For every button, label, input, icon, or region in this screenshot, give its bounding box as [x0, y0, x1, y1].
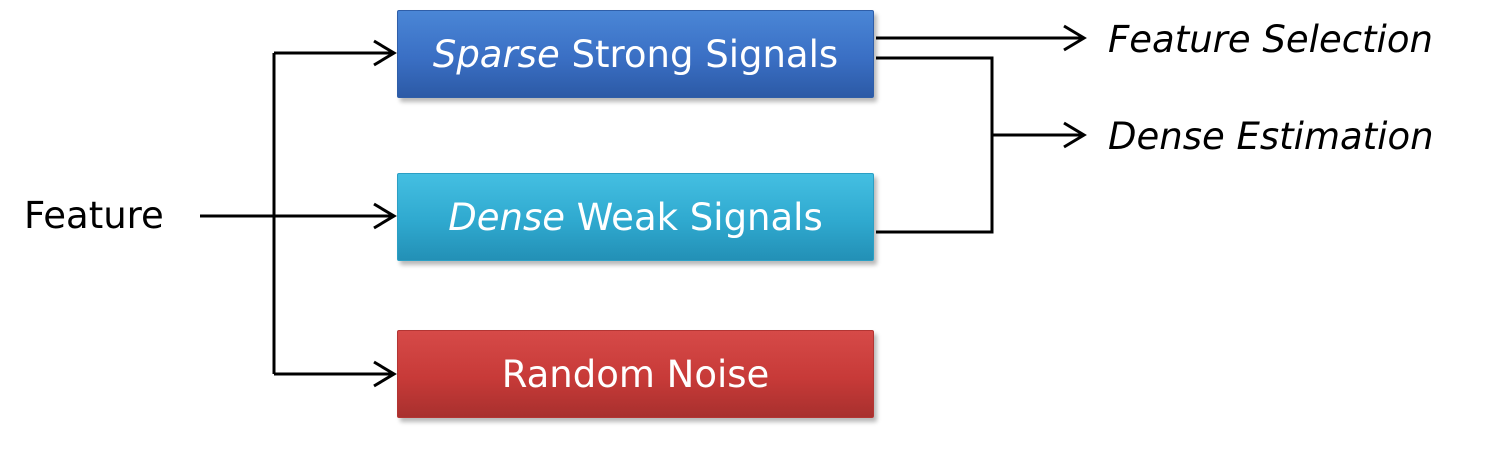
- sparse-emphasis: Sparse: [432, 32, 560, 76]
- arrowhead-dense-estimation: [1063, 121, 1087, 149]
- feature-selection-output: Feature Selection: [1108, 18, 1433, 61]
- sparse-strong-signals-box: Sparse Strong Signals: [397, 10, 874, 98]
- weak-signals-text: Weak Signals: [576, 195, 823, 239]
- dense-estimation-output: Dense Estimation: [1108, 115, 1434, 158]
- arrowhead-strong: [373, 39, 397, 67]
- random-noise-box: Random Noise: [397, 330, 874, 418]
- strong-signals-text: Strong Signals: [571, 32, 839, 76]
- arrowhead-weak: [373, 202, 397, 230]
- dense-emphasis: Dense: [448, 195, 565, 239]
- random-noise-text: Random Noise: [501, 352, 770, 396]
- arrowhead-feature-selection: [1063, 24, 1087, 52]
- arrowhead-noise: [373, 360, 397, 388]
- merge-bracket: [876, 56, 994, 234]
- feature-input-label: Feature: [24, 194, 164, 237]
- dense-weak-signals-box: Dense Weak Signals: [397, 173, 874, 261]
